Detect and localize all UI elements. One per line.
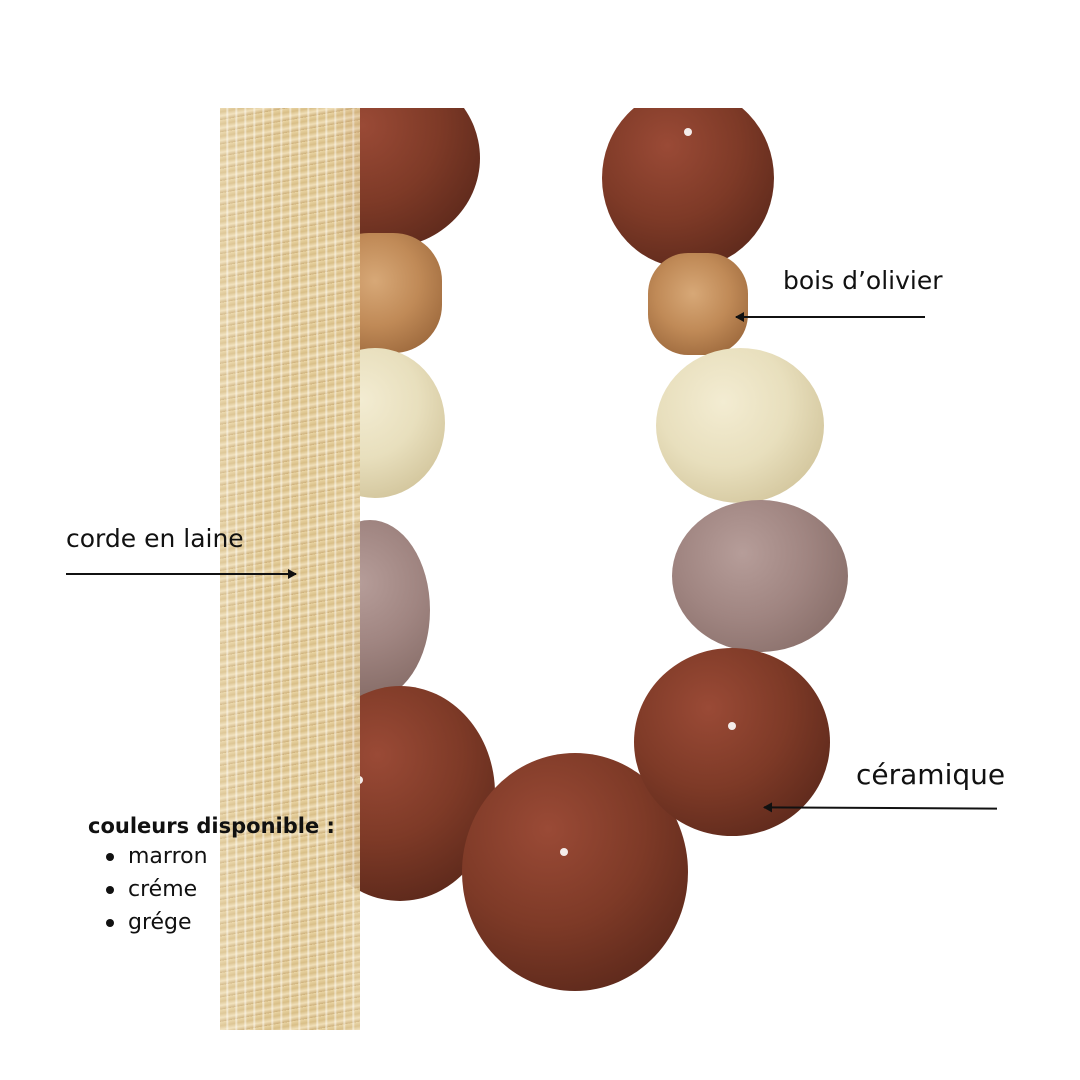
- color-item-creme: créme: [106, 873, 335, 906]
- color-item-grege: grége: [106, 906, 335, 939]
- arrow-corde-laine: [66, 569, 297, 579]
- available-colors-list: marron créme grége: [88, 840, 335, 939]
- bead-marron-right-top: [602, 108, 774, 268]
- arrow-bois-olivier: [735, 312, 925, 322]
- available-colors: couleurs disponible : marron créme grége: [88, 814, 335, 939]
- label-corde-laine: corde en laine: [66, 524, 244, 553]
- label-ceramique: céramique: [856, 758, 1006, 791]
- label-bois-olivier: bois d’olivier: [783, 266, 943, 295]
- bead-creme-right: [656, 348, 824, 503]
- necklace-photo: [220, 108, 860, 1030]
- color-item-marron: marron: [106, 840, 335, 873]
- bead-wood-right: [648, 253, 748, 355]
- available-colors-title: couleurs disponible :: [88, 814, 335, 838]
- bead-grege-right: [672, 500, 848, 652]
- bead-marron-right-bottom: [634, 648, 830, 836]
